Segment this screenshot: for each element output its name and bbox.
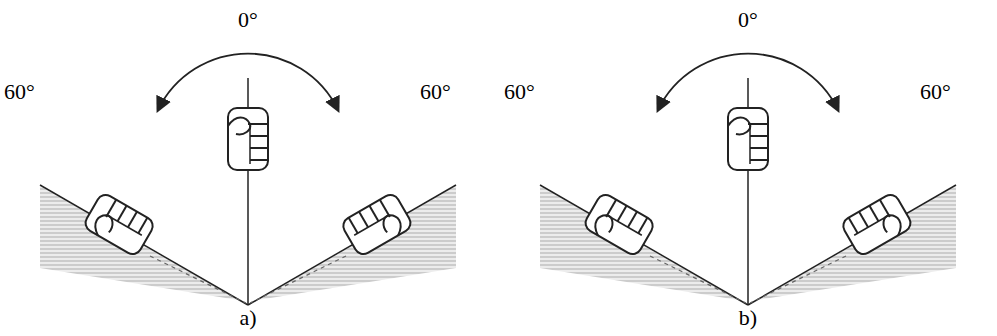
panel-caption: a): [239, 306, 256, 330]
panel-caption: b): [739, 306, 757, 330]
angle-label: 60°: [420, 80, 451, 104]
angle-label: 0°: [738, 8, 758, 32]
panel-a-drawing: [40, 54, 456, 305]
angle-label: 60°: [504, 80, 535, 104]
angle-label: 60°: [4, 80, 35, 104]
angle-label: 0°: [238, 8, 258, 32]
panel-b-drawing: [540, 54, 956, 305]
angle-label: 60°: [920, 80, 951, 104]
